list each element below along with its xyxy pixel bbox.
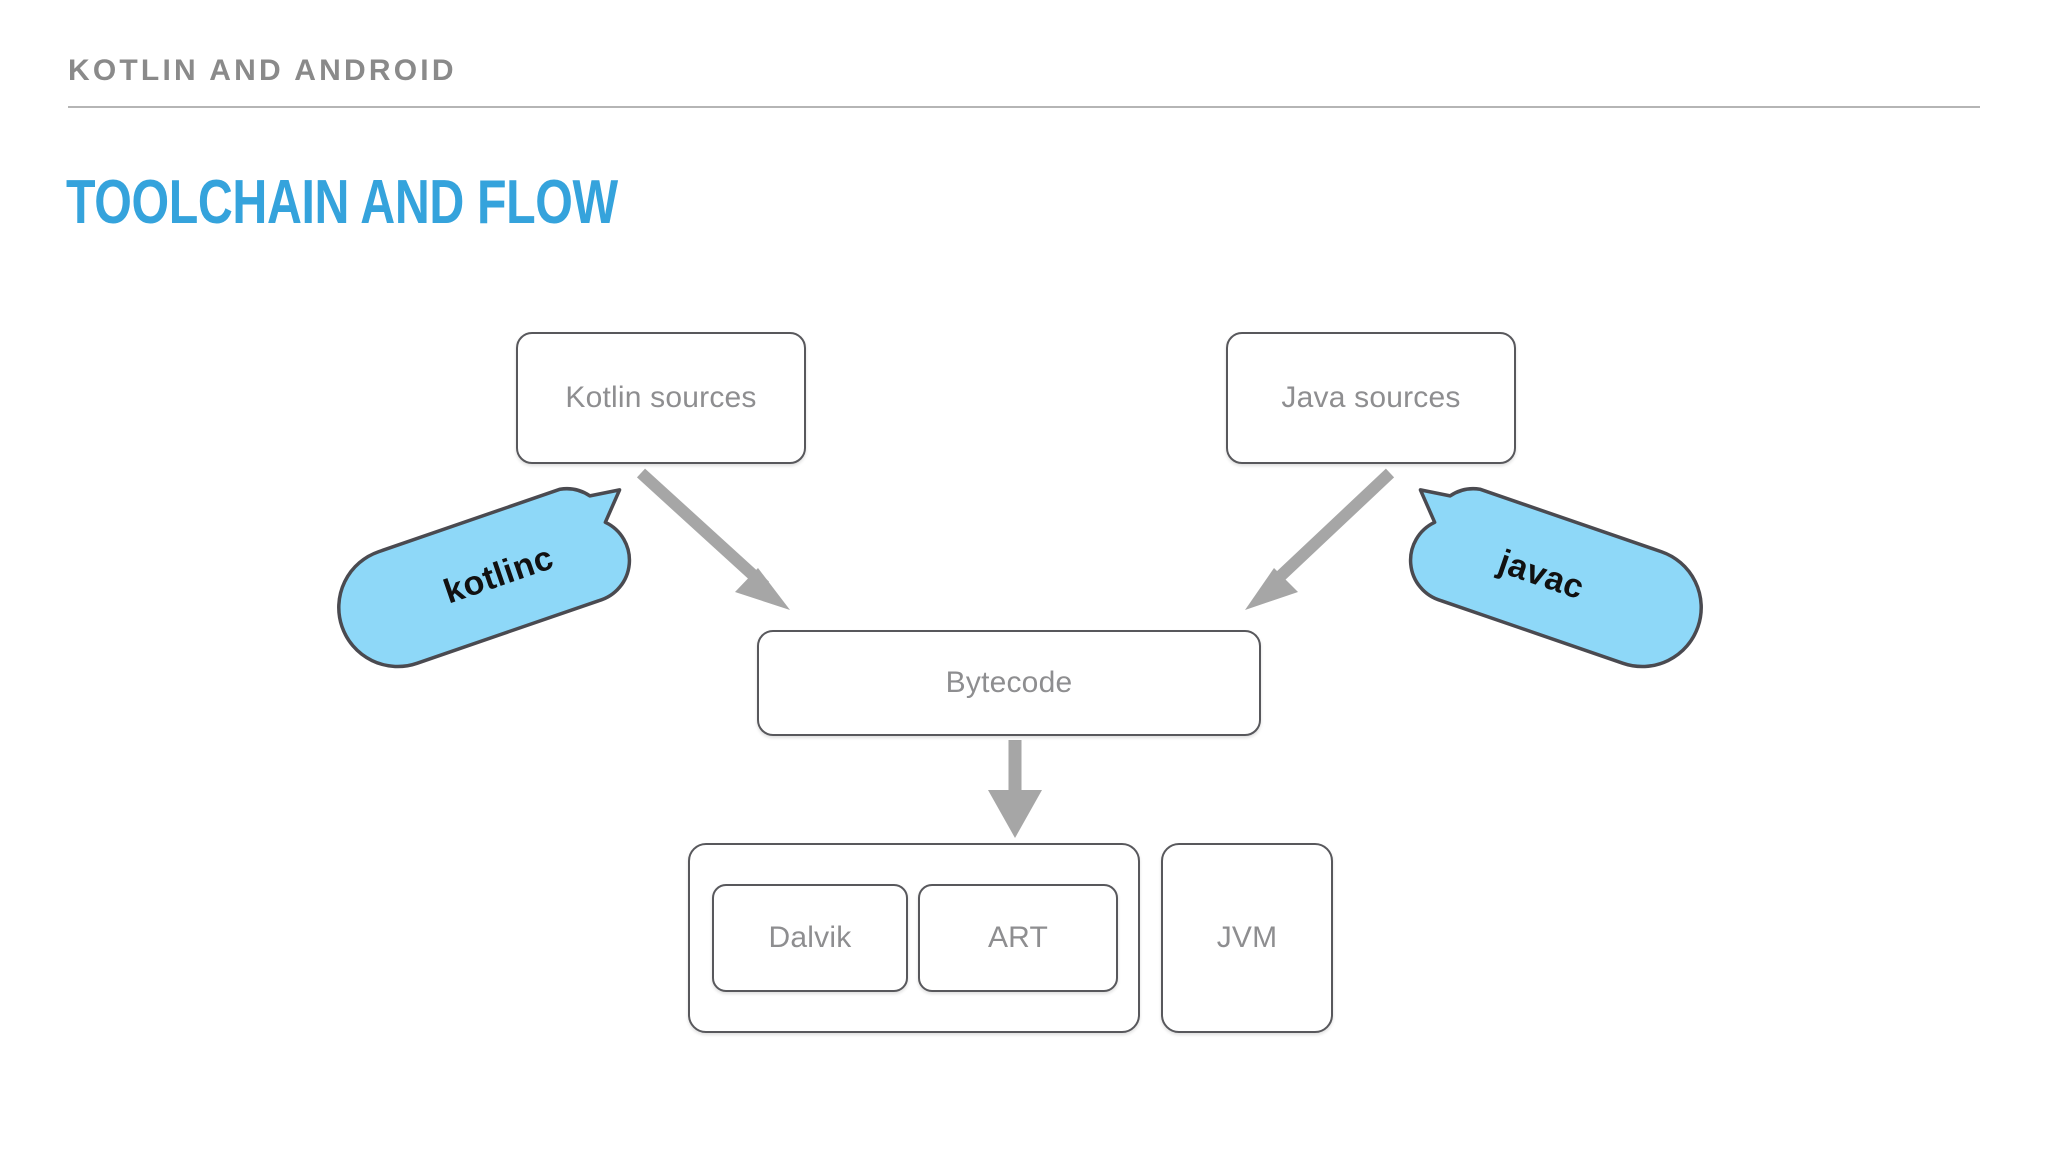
node-kotlin-sources-label: Kotlin sources xyxy=(565,381,757,414)
header-eyebrow-text: KOTLIN AND ANDROID xyxy=(68,54,457,87)
node-dalvik[interactable]: Dalvik xyxy=(712,884,908,992)
bytecode-to-runtime-arrow xyxy=(988,740,1042,838)
node-dalvik-label: Dalvik xyxy=(768,921,852,954)
node-jvm-label: JVM xyxy=(1216,921,1278,954)
node-bytecode-label: Bytecode xyxy=(945,666,1073,699)
node-art-label: ART xyxy=(987,921,1049,954)
node-java-sources-label: Java sources xyxy=(1281,381,1461,414)
node-art[interactable]: ART xyxy=(918,884,1118,992)
node-java-sources[interactable]: Java sources xyxy=(1226,332,1516,464)
slide-header: KOTLIN AND ANDROID xyxy=(68,56,1980,108)
callout-kotlinc[interactable]: kotlinc xyxy=(337,486,648,669)
node-jvm[interactable]: JVM xyxy=(1161,843,1333,1033)
java-to-bytecode-arrow xyxy=(1245,468,1395,610)
kotlin-to-bytecode-arrow xyxy=(636,468,790,610)
page-title: TOOLCHAIN AND FLOW xyxy=(66,168,618,237)
node-kotlin-sources[interactable]: Kotlin sources xyxy=(516,332,806,464)
header-divider xyxy=(68,106,1980,108)
callout-javac[interactable]: javac xyxy=(1392,486,1703,669)
node-bytecode[interactable]: Bytecode xyxy=(757,630,1261,736)
